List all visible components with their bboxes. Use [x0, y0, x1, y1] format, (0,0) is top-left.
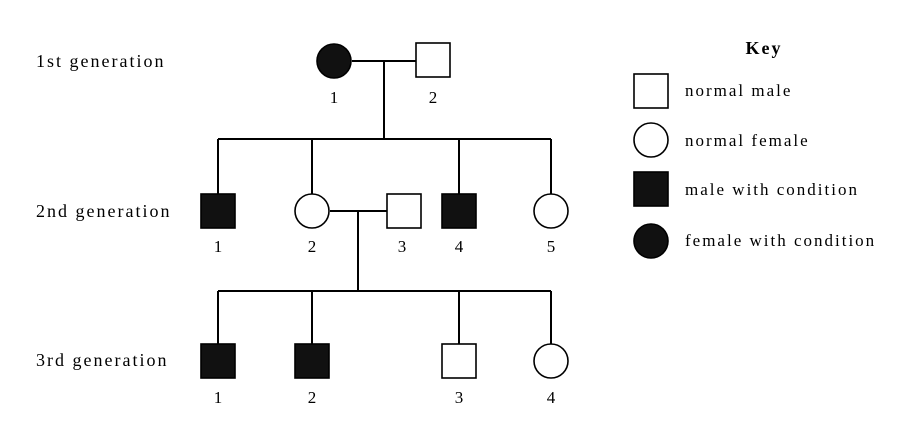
individual-g3-4: 4	[533, 343, 569, 407]
individual-number: 3	[455, 388, 464, 407]
pedigree-lines	[217, 60, 552, 344]
male-affected-symbol	[200, 193, 236, 229]
individual-g2-4: 4	[441, 193, 477, 256]
individual-g2-1: 1	[200, 193, 236, 256]
key-symbol-normal-male	[633, 73, 669, 109]
key-symbol-normal-female	[633, 122, 669, 158]
key-label-female-with-condition: female with condition	[685, 231, 876, 250]
male-normal-symbol	[415, 42, 451, 78]
female-normal-symbol	[294, 193, 330, 229]
male-affected-symbol	[294, 343, 330, 379]
individual-g3-2: 2	[294, 343, 330, 407]
individual-g3-1: 1	[200, 343, 236, 407]
key-label-normal-female: normal female	[685, 131, 810, 150]
key-label-male-with-condition: male with condition	[685, 180, 859, 199]
male-affected-symbol	[200, 343, 236, 379]
individual-g1-1: 1	[316, 43, 352, 107]
individual-g2-3: 3	[386, 193, 422, 256]
male-normal-symbol	[386, 193, 422, 229]
female-normal-symbol	[533, 193, 569, 229]
individual-number: 2	[429, 88, 438, 107]
generation-label-3: 3rd generation	[36, 350, 168, 370]
individual-g3-3: 3	[441, 343, 477, 407]
individual-number: 4	[455, 237, 464, 256]
individual-number: 1	[214, 237, 223, 256]
individual-number: 1	[214, 388, 223, 407]
key-label-normal-male: normal male	[685, 81, 792, 100]
individual-number: 3	[398, 237, 407, 256]
individual-number: 5	[547, 237, 556, 256]
generation-label-2: 2nd generation	[36, 201, 171, 221]
male-affected-symbol	[441, 193, 477, 229]
key-symbol-female-with-condition	[633, 223, 669, 259]
female-affected-symbol	[316, 43, 352, 79]
individual-number: 2	[308, 388, 317, 407]
individual-g2-5: 5	[533, 193, 569, 256]
female-normal-symbol	[533, 343, 569, 379]
individual-number: 4	[547, 388, 556, 407]
generation-label-1: 1st generation	[36, 51, 165, 71]
key-symbol-male-with-condition	[633, 171, 669, 207]
key-legend: Key normal male normal female male with …	[633, 38, 876, 259]
male-normal-symbol	[441, 343, 477, 379]
individual-g2-2: 2	[294, 193, 330, 256]
individual-number: 2	[308, 237, 317, 256]
individual-number: 1	[330, 88, 339, 107]
individual-g1-2: 2	[415, 42, 451, 107]
key-title: Key	[746, 38, 783, 58]
